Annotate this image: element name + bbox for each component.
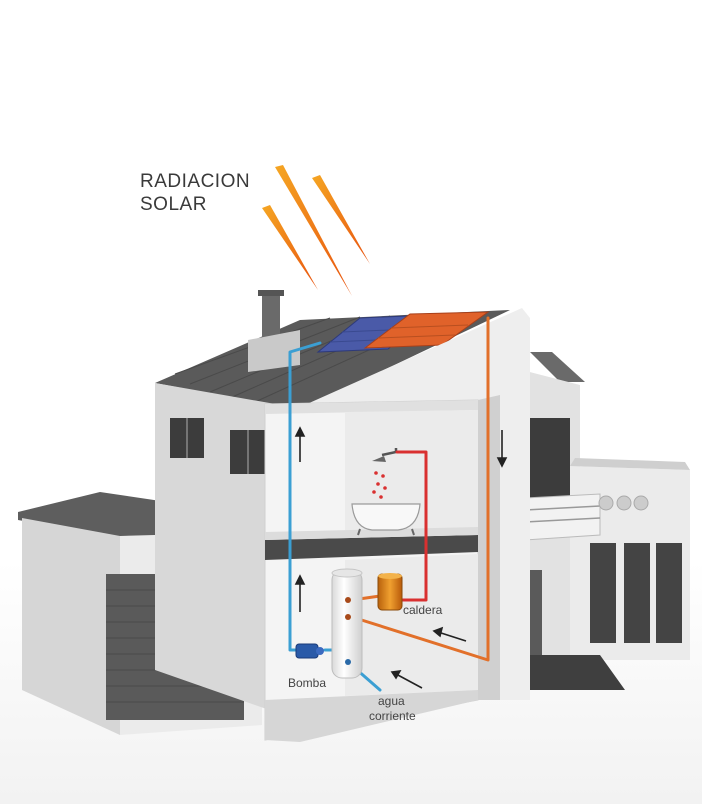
solar-collector-orange <box>363 311 490 349</box>
mains-water-label-line-1: agua <box>378 694 405 708</box>
diagram-title-line-1: RADIACION <box>140 171 251 192</box>
right-annex <box>505 352 690 690</box>
sun-ray-icon <box>312 175 370 264</box>
pump <box>295 643 324 659</box>
boiler <box>377 573 403 611</box>
water-tank <box>331 568 363 679</box>
diagram-title-line-2: SOLAR <box>140 194 207 215</box>
heater-pipe <box>395 450 428 602</box>
sun-ray-icon <box>262 205 318 290</box>
flow-arrows <box>294 426 508 689</box>
bathtub <box>351 503 421 536</box>
sun-ray-icon <box>275 165 352 296</box>
pump-label: Bomba <box>288 676 327 690</box>
chimney <box>262 294 280 338</box>
hot-water-pipe <box>350 316 490 662</box>
mains-water-label-line-2: corriente <box>369 709 416 723</box>
caldera-label: caldera <box>403 603 443 617</box>
sun-rays <box>262 165 370 296</box>
